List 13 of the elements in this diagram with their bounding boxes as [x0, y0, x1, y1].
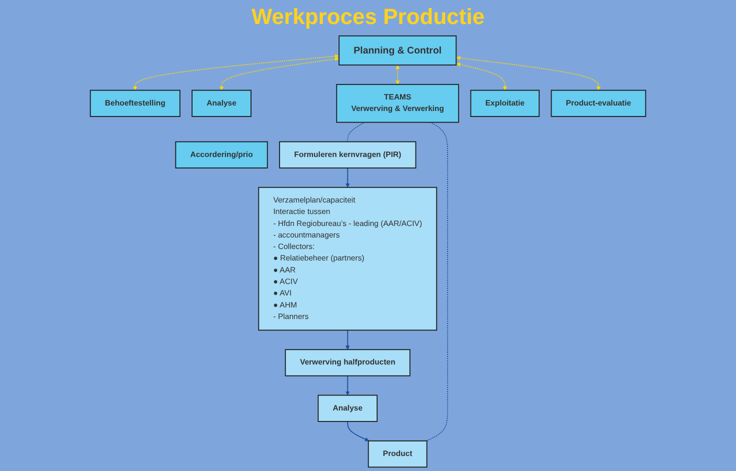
arrow — [456, 62, 508, 90]
diagram-title: Werkproces Productie — [251, 4, 485, 30]
arrow — [347, 420, 370, 442]
connector — [426, 122, 448, 442]
arrow — [346, 375, 350, 396]
arrow — [346, 330, 350, 350]
arrow — [456, 56, 601, 90]
arrow — [133, 54, 340, 90]
connector — [347, 122, 366, 142]
arrow — [219, 56, 340, 90]
arrow — [346, 167, 350, 188]
arrow — [395, 65, 400, 85]
node-box: Planning & Control — [338, 35, 457, 66]
